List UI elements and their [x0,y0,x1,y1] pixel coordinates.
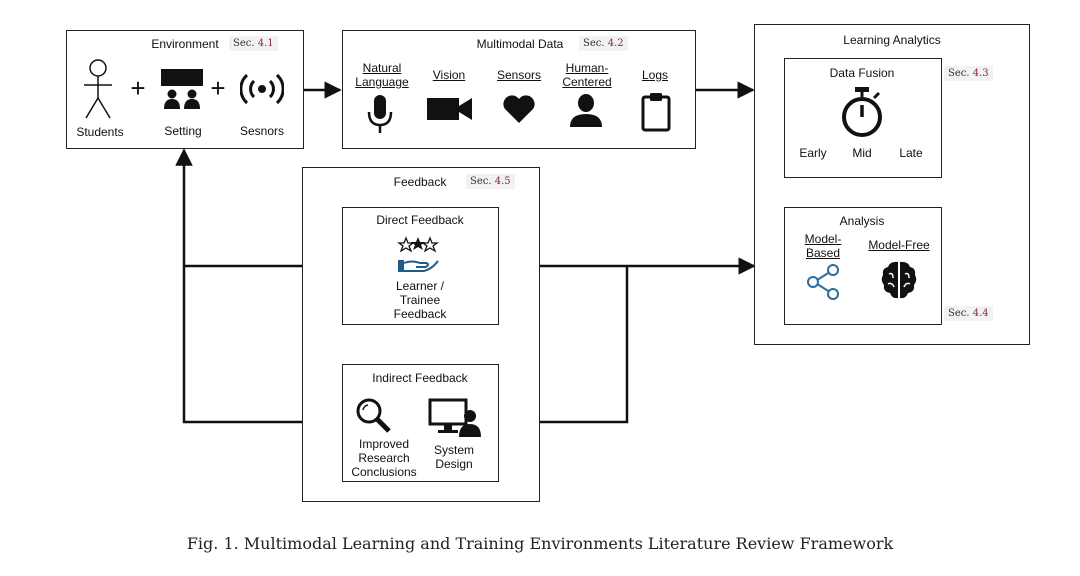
sensors-data-label: Sensors [496,68,542,82]
arrow-indirect-to-environment [175,148,342,424]
environment-sec-badge: Sec. 4.1 [229,36,278,51]
sensor-signal-icon [240,73,284,105]
indirect-feedback-title: Indirect Feedback [372,371,468,385]
feedback-sec-badge: Sec. 4.5 [466,174,515,189]
model-based-label: Model-Based [804,232,842,260]
logs-label: Logs [641,68,669,82]
computer-user-icon [428,398,481,437]
data-fusion-box [784,58,942,178]
fusion-late: Late [899,146,923,160]
direct-feedback-title: Direct Feedback [376,213,464,227]
data-fusion-title: Data Fusion [829,66,895,80]
arrow-to-indirect [498,266,629,431]
rating-stars-hand-icon [397,236,439,272]
heart-icon [503,95,535,123]
students-label: Students [76,125,124,139]
learning-analytics-title: Learning Analytics [843,33,941,47]
analysis-sec-badge: Sec. 4.4 [944,306,993,321]
magnifier-icon [356,398,391,433]
video-camera-icon [427,98,472,120]
plus-2: + [210,73,226,103]
fusion-early: Early [799,146,827,160]
student-icon [84,59,112,119]
multimodal-box [342,30,696,149]
analysis-title: Analysis [839,214,885,228]
microphone-icon [367,95,393,133]
multimodal-title: Multimodal Data [476,37,564,51]
vision-label: Vision [432,68,466,82]
share-nodes-icon [807,264,839,300]
feedback-title: Feedback [393,175,447,189]
figure-caption: Fig. 1. Multimodal Learning and Training… [186,534,894,553]
analysis-box [784,207,942,325]
multimodal-sec-badge: Sec. 4.2 [579,36,628,51]
model-free-label: Model-Free [868,238,930,252]
setting-label: Setting [164,124,202,138]
sensors-label: Sesnors [239,124,285,138]
environment-title: Environment [151,37,219,51]
setting-icon [161,69,203,109]
clipboard-icon [641,93,671,132]
fusion-sec-badge: Sec. 4.3 [944,66,993,81]
brain-icon [881,261,917,299]
person-icon [570,94,602,127]
plus-1: + [130,73,146,103]
stopwatch-icon [842,87,882,137]
fusion-mid: Mid [852,146,872,160]
human-centered-label: Human-Centered [562,61,612,89]
